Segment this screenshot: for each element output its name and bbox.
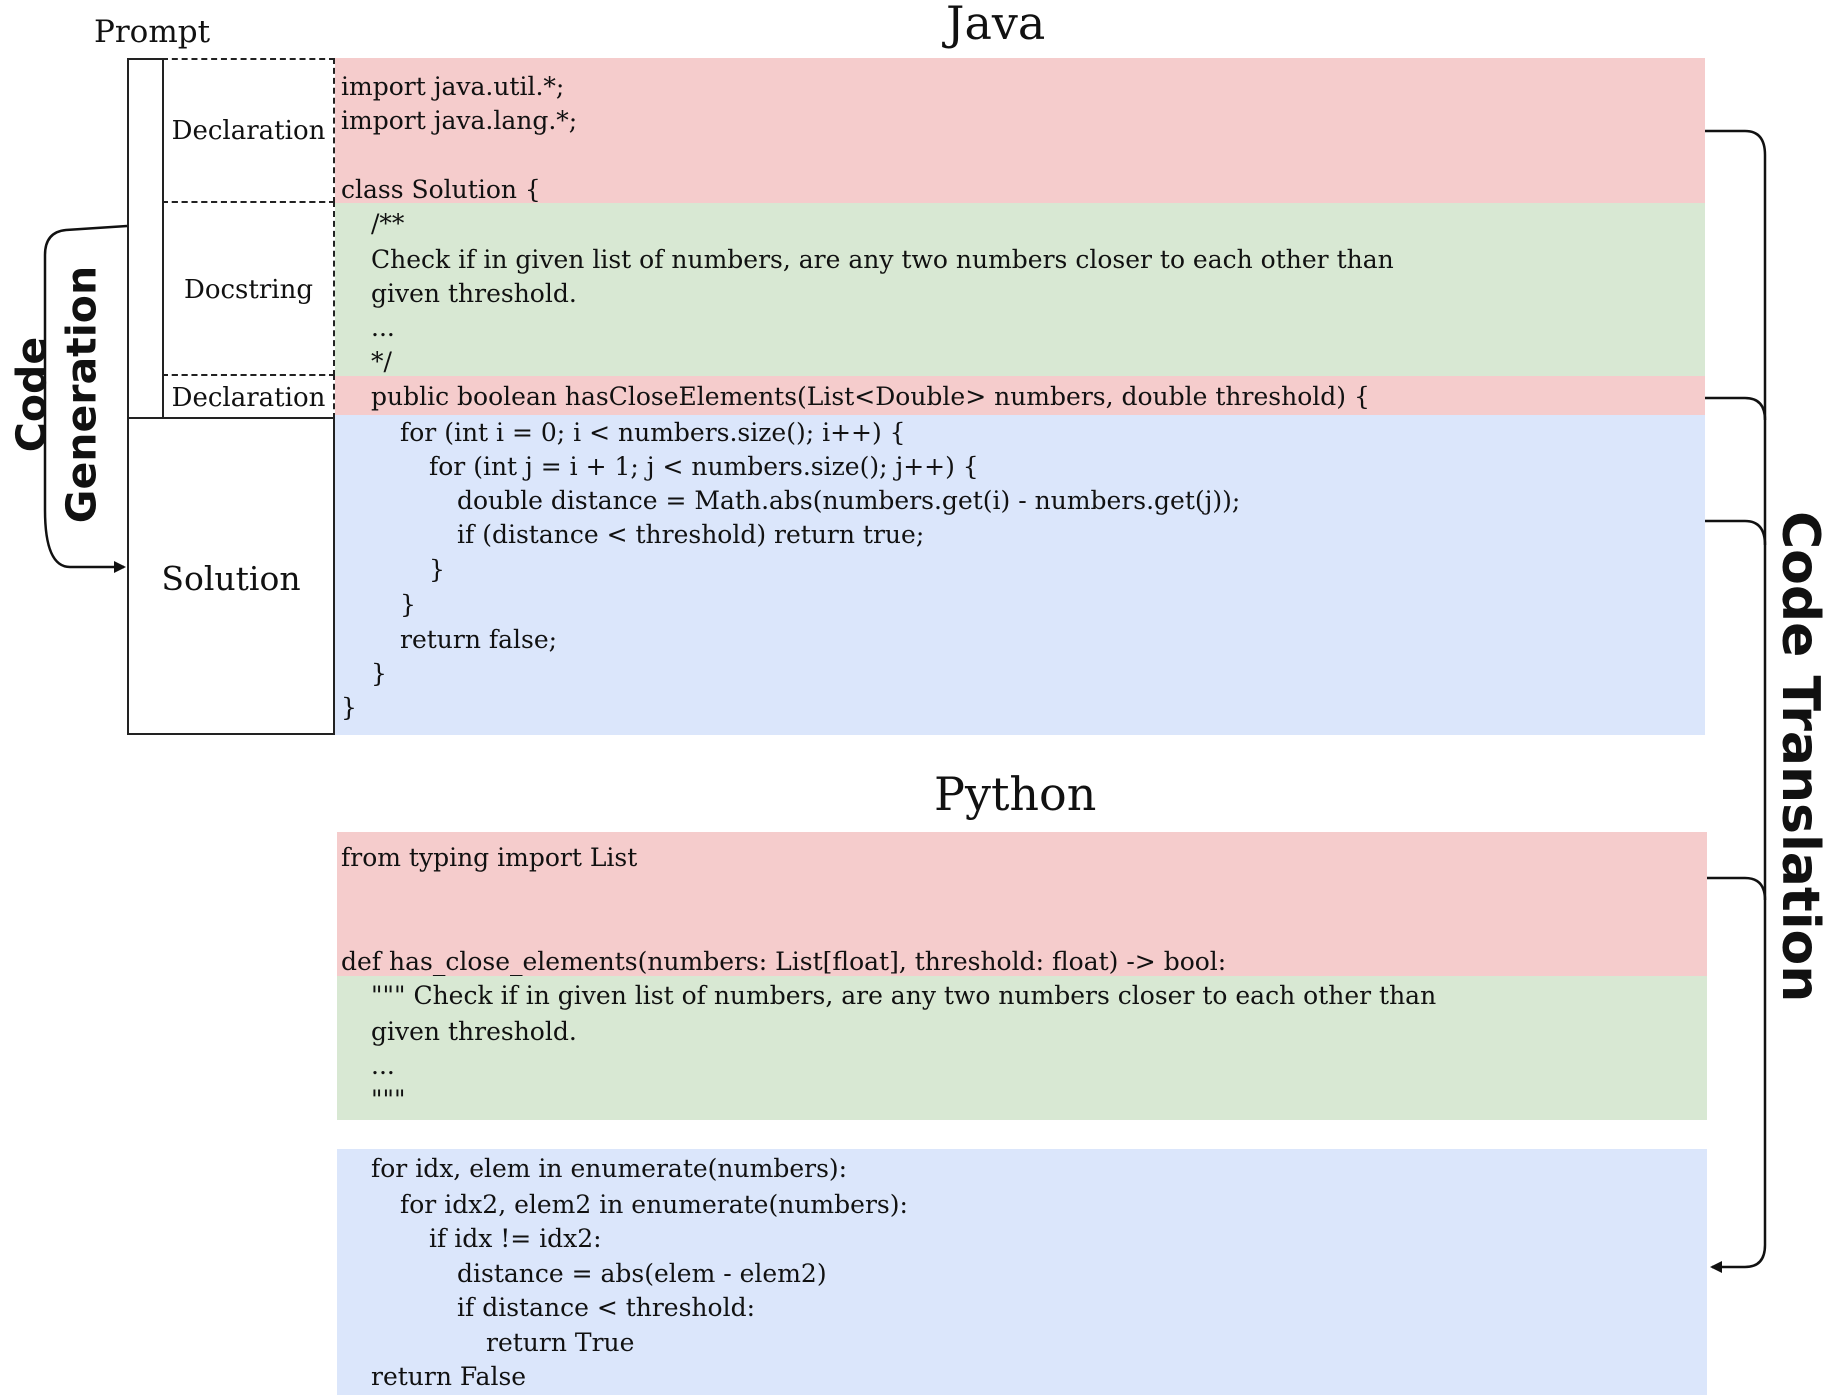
docstring-label: Docstring (184, 275, 313, 305)
python-line: for idx2, elem2 in enumerate(numbers): (400, 1190, 908, 1219)
code-translation-label: Code Translation (1770, 511, 1830, 1003)
python-docstring-band (337, 976, 1707, 1120)
java-line: if (distance < threshold) return true; (457, 520, 925, 549)
java-line: given threshold. (371, 279, 577, 308)
solution-label: Solution (161, 559, 301, 598)
java-line: public boolean hasCloseElements(List<Dou… (371, 382, 1370, 411)
python-line: distance = abs(elem - elem2) (457, 1259, 827, 1288)
java-solution-connector (1705, 519, 1767, 546)
java-line: } (429, 555, 445, 584)
python-line: given threshold. (371, 1017, 577, 1046)
python-line: """ (371, 1085, 406, 1114)
java-line: double distance = Math.abs(numbers.get(i… (457, 486, 1241, 515)
java-line: for (int i = 0; i < numbers.size(); i++)… (400, 418, 906, 447)
code-generation-arrow (43, 224, 128, 573)
java-line: for (int j = i + 1; j < numbers.size(); … (429, 452, 979, 481)
java-line: import java.util.*; (341, 72, 565, 101)
python-declaration-band (337, 832, 1707, 976)
java-line: } (400, 590, 416, 619)
python-line: return True (486, 1328, 635, 1357)
python-title: Python (934, 767, 1097, 821)
prompt-label: Prompt (94, 14, 211, 50)
java-line: class Solution { (341, 175, 541, 204)
declaration-label-top: Declaration (171, 116, 326, 146)
java-docstring-band (335, 203, 1705, 376)
python-solution-band (337, 1149, 1707, 1395)
java-line: Check if in given list of numbers, are a… (371, 245, 1394, 274)
java-line: } (371, 659, 387, 688)
python-line: for idx, elem in enumerate(numbers): (371, 1154, 848, 1183)
python-line: """ Check if in given list of numbers, a… (371, 981, 1437, 1010)
java-line: import java.lang.*; (341, 106, 578, 135)
java-signature-band (335, 376, 1705, 415)
java-solution-band (335, 415, 1705, 735)
python-line: if distance < threshold: (457, 1293, 756, 1322)
python-declaration-connector (1707, 876, 1767, 901)
python-line: if idx != idx2: (429, 1224, 602, 1253)
python-line: return False (371, 1362, 527, 1391)
python-line: from typing import List (341, 843, 638, 872)
code-generation-label-line1: Code (7, 336, 56, 453)
code-translation-arrow (1710, 420, 1767, 1273)
java-line: ... (371, 313, 395, 342)
code-generation-label-line2: Generation (57, 265, 106, 524)
java-title: Java (946, 0, 1046, 50)
declaration-label-bottom: Declaration (171, 383, 326, 413)
java-line: } (341, 693, 357, 722)
solution-box (127, 417, 335, 735)
java-line: return false; (400, 625, 558, 654)
java-declaration-band (335, 58, 1705, 203)
java-declaration-connector (1705, 129, 1767, 420)
java-line: /** (371, 209, 405, 238)
java-signature-connector (1705, 396, 1767, 421)
java-line: */ (371, 347, 392, 376)
python-line: ... (371, 1051, 395, 1080)
python-line: def has_close_elements(numbers: List[flo… (341, 947, 1227, 976)
